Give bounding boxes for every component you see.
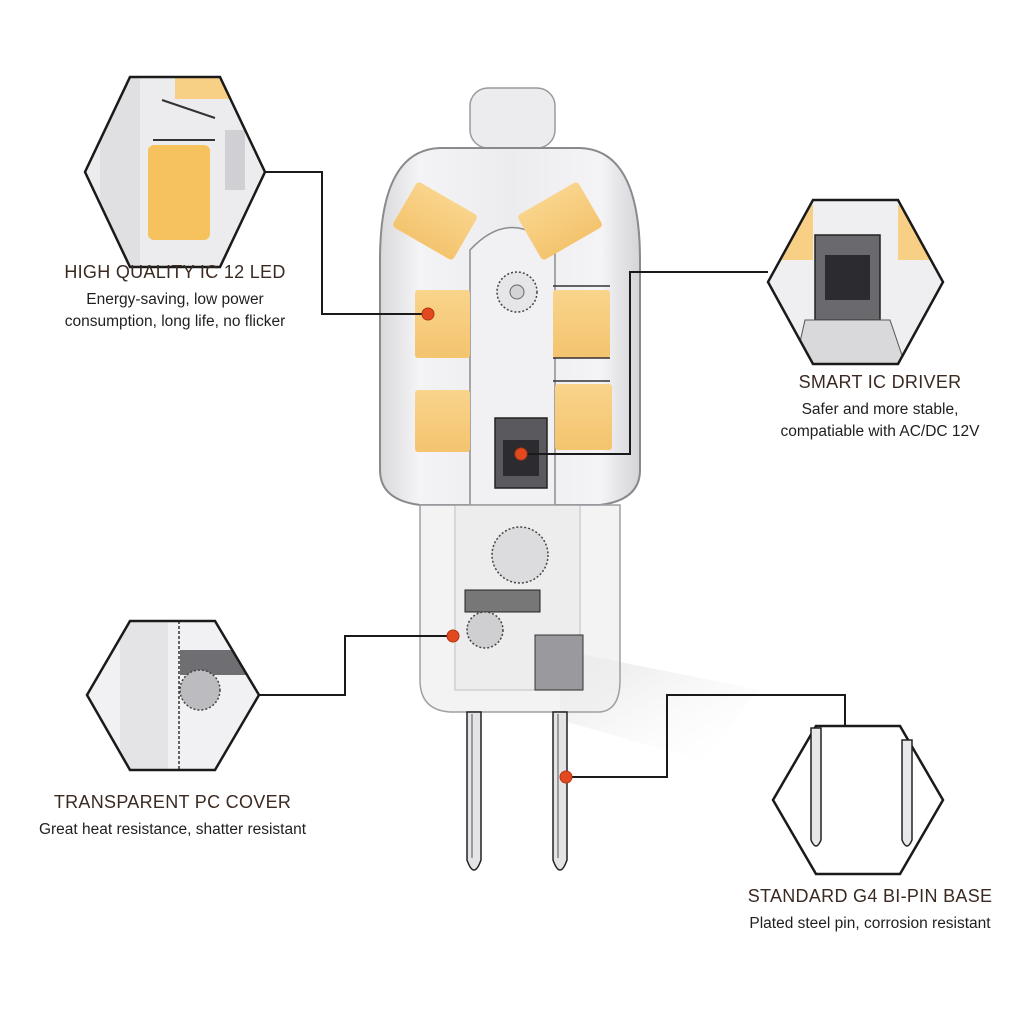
description-line: compatiable with AC/DC 12V bbox=[780, 423, 980, 440]
marker-led bbox=[421, 307, 435, 321]
callout-description: Plated steel pin, corrosion resistant bbox=[718, 913, 1022, 935]
pins bbox=[466, 711, 568, 871]
description-line: Great heat resistance, shatter resistant bbox=[38, 821, 307, 838]
marker-cover bbox=[446, 629, 460, 643]
description-line: Safer and more stable, bbox=[801, 401, 959, 418]
callout-title: STANDARD G4 BI-PIN BASE bbox=[747, 886, 993, 906]
connector-cover bbox=[259, 635, 453, 696]
marker-base bbox=[559, 770, 573, 784]
description-line: consumption, long life, no flicker bbox=[64, 313, 286, 330]
hex-detail-driver bbox=[766, 198, 945, 366]
callout-driver: SMART IC DRIVER Safer and more stable, c… bbox=[740, 372, 1020, 443]
connector-driver bbox=[521, 271, 768, 455]
callout-description: Safer and more stable, compatiable with … bbox=[740, 399, 1020, 443]
callout-led: HIGH QUALITY IC 12 LED Energy-saving, lo… bbox=[40, 262, 310, 333]
callout-cover: TRANSPARENT PC COVER Great heat resistan… bbox=[0, 792, 345, 841]
hex-detail-base bbox=[771, 724, 945, 876]
callout-base: STANDARD G4 BI-PIN BASE Plated steel pin… bbox=[718, 886, 1022, 935]
connector-lines bbox=[259, 171, 846, 778]
description-line: Energy-saving, low power bbox=[86, 291, 264, 308]
callout-markers bbox=[421, 307, 573, 784]
led-chips bbox=[393, 182, 612, 452]
marker-driver bbox=[514, 447, 528, 461]
callout-title: HIGH QUALITY IC 12 LED bbox=[64, 262, 286, 282]
connector-base bbox=[566, 694, 846, 778]
description-line: Plated steel pin, corrosion resistant bbox=[749, 915, 991, 932]
callout-description: Energy-saving, low power consumption, lo… bbox=[40, 289, 310, 333]
callout-description: Great heat resistance, shatter resistant bbox=[0, 819, 345, 841]
callout-title: TRANSPARENT PC COVER bbox=[53, 792, 292, 812]
hex-detail-led bbox=[83, 75, 267, 269]
callout-title: SMART IC DRIVER bbox=[798, 372, 962, 392]
hex-detail-cover bbox=[85, 619, 261, 772]
connector-led bbox=[265, 171, 428, 315]
bulb bbox=[379, 87, 641, 871]
